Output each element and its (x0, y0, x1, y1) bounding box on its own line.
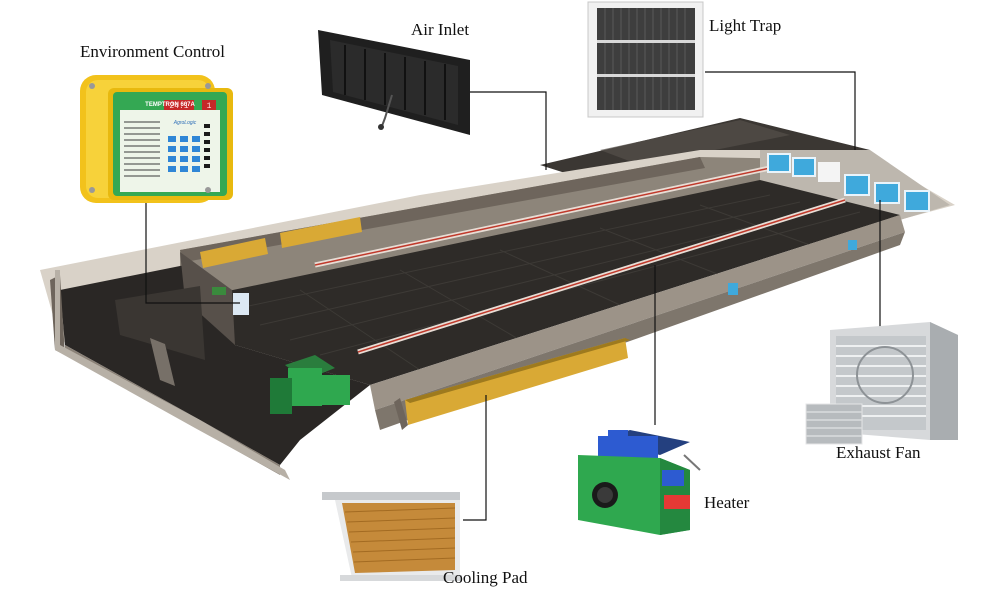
exhaust-fan-image (805, 322, 958, 445)
heater-units-in-room (270, 355, 350, 414)
cooling-pad-far-1 (200, 238, 268, 268)
controller-display-left: 24.1 (169, 102, 188, 111)
cooling-pad-near (405, 338, 628, 425)
far-wall (180, 157, 845, 300)
near-wall (370, 215, 905, 410)
cooling-pad-far-2 (280, 217, 362, 248)
controller-brand-text: TEMPTRON 607A (145, 102, 195, 108)
callout-line-cooling-pad (463, 395, 487, 521)
controller-display-right: 1 (207, 102, 212, 111)
air-inlet-image (318, 30, 470, 135)
label-cooling-pad: Cooling Pad (443, 568, 528, 587)
end-wall-fans (767, 153, 930, 212)
controller-logo: AgroLogic (173, 120, 197, 126)
heater-image (578, 430, 701, 535)
light-trap-image (587, 1, 704, 118)
callout-line-air-inlet (465, 91, 547, 170)
partition-wall (180, 252, 235, 345)
environment-controller: TEMPTRON 607A 24.1 1 AgroLogic (80, 75, 233, 203)
floor (185, 180, 900, 385)
callout-line-light-trap (705, 71, 856, 150)
callout-lines (145, 71, 881, 521)
label-exhaust-fan: Exhaust Fan (836, 443, 921, 462)
cooling-pad-image (322, 492, 462, 581)
label-environment-control: Environment Control (80, 42, 225, 61)
poultry-house-cutaway (40, 118, 955, 480)
label-heater: Heater (704, 493, 750, 512)
label-air-inlet: Air Inlet (411, 20, 470, 39)
label-light-trap: Light Trap (709, 16, 782, 35)
callout-line-environment-control (145, 202, 240, 304)
